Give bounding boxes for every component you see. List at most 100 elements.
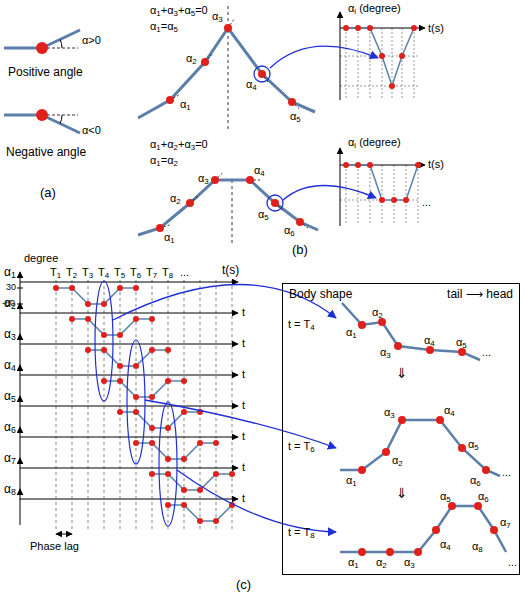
grid-line	[346, 165, 347, 224]
diagram-label: ...	[180, 266, 189, 278]
joint-dot	[213, 518, 219, 524]
joint-dot	[224, 24, 232, 32]
diagram-label: (b)	[292, 243, 308, 257]
diagram-label: t	[242, 399, 245, 411]
joint-dot	[382, 448, 390, 456]
joint-dot	[458, 444, 466, 452]
joint-dot	[149, 347, 155, 353]
diagram-label: t	[242, 430, 245, 442]
grid-line	[346, 28, 347, 98]
joint-dot	[296, 218, 304, 226]
axis	[20, 427, 21, 463]
joint-dot	[181, 456, 187, 462]
joint-dot	[271, 199, 279, 207]
highlight-circle	[254, 66, 270, 82]
joint-angle-curve	[88, 350, 168, 366]
diagram-label: α2	[372, 306, 383, 318]
highlight-circle	[267, 195, 283, 211]
joint-dot	[246, 176, 254, 184]
diagram-label: t = T8	[288, 526, 315, 538]
diagram-label: α3	[380, 346, 391, 358]
joint-dot	[117, 363, 123, 369]
axis	[340, 12, 341, 100]
joint-dot	[411, 25, 417, 31]
diagram-label: α5	[440, 490, 451, 502]
axis	[20, 272, 21, 308]
diagram-label: α1=α5	[150, 20, 178, 32]
joint-dot	[197, 518, 203, 524]
joint-dot	[101, 347, 107, 353]
joint-dot	[117, 332, 123, 338]
joint-dot	[391, 197, 397, 203]
axis	[20, 406, 238, 407]
diagram-label: α4	[4, 359, 16, 372]
joint-dot	[133, 285, 139, 291]
diagram-label: α5	[290, 110, 301, 122]
diagram-label: α1+α2+α3=0	[150, 138, 208, 150]
diagram-label: t(s)	[428, 158, 444, 170]
axis	[20, 375, 238, 376]
diagram-label: α2	[376, 556, 387, 568]
joint-dot	[165, 502, 171, 508]
body-segment	[42, 115, 80, 133]
joint-angle-curve	[136, 443, 216, 459]
joint-dot	[36, 109, 48, 121]
joint-dot	[398, 416, 406, 424]
diagram-label: T2	[66, 266, 77, 278]
time-grid	[232, 280, 233, 530]
joint-angle-curve	[56, 288, 136, 304]
joint-dot	[133, 394, 139, 400]
diagram-label: 30	[6, 283, 16, 293]
axis	[20, 458, 21, 494]
joint-dot	[367, 25, 373, 31]
joint-dot	[399, 53, 405, 59]
joint-dot	[436, 416, 444, 424]
phase-lag-arrow	[64, 534, 72, 535]
diagram-label: α2	[4, 297, 16, 310]
diagram-label: t	[242, 492, 245, 504]
joint-dot	[149, 425, 155, 431]
joint-dot	[229, 471, 235, 477]
diagram-label: α3	[198, 172, 209, 184]
body-segment	[340, 420, 500, 476]
joint-dot	[394, 342, 402, 350]
diagram-label: Positive angle	[8, 66, 83, 79]
diagram-label: α8	[4, 483, 16, 496]
joint-angle-curve	[120, 412, 200, 428]
joint-dot	[211, 176, 219, 184]
axis	[20, 344, 238, 345]
joint-dot	[117, 285, 123, 291]
diagram-label: t(s)	[428, 22, 444, 34]
joint-dot	[379, 53, 385, 59]
time-grid	[120, 280, 121, 530]
grid-line	[358, 165, 359, 224]
angle-curve	[346, 28, 414, 86]
joint-dot	[201, 58, 209, 66]
diagram-label: αi (degree)	[348, 2, 401, 14]
diagram-label: α1	[346, 326, 357, 338]
link-arrow	[283, 185, 376, 200]
diagram-label: α>0	[82, 34, 101, 46]
joint-dot	[186, 199, 194, 207]
joint-dot	[156, 224, 164, 232]
grid-line	[402, 28, 403, 98]
joint-dot	[165, 425, 171, 431]
panel-title: Body shape	[289, 287, 352, 301]
joint-dot	[133, 440, 139, 446]
axis	[20, 499, 238, 500]
body-segment	[138, 28, 315, 118]
diagram-label: α7	[4, 452, 16, 465]
grid-line	[394, 165, 395, 224]
diagram-label: α1	[346, 474, 357, 486]
body-segment	[138, 180, 318, 235]
grid-line	[382, 165, 383, 224]
grid-line	[370, 165, 371, 224]
body-segment	[342, 303, 480, 360]
joint-dot	[432, 526, 440, 534]
joint-dot	[181, 409, 187, 415]
diagram-label: α3	[212, 10, 223, 22]
joint-dot	[213, 471, 219, 477]
time-grid	[104, 280, 105, 530]
diagram-label: ...	[502, 466, 511, 478]
diagram-label: α1	[4, 266, 16, 279]
